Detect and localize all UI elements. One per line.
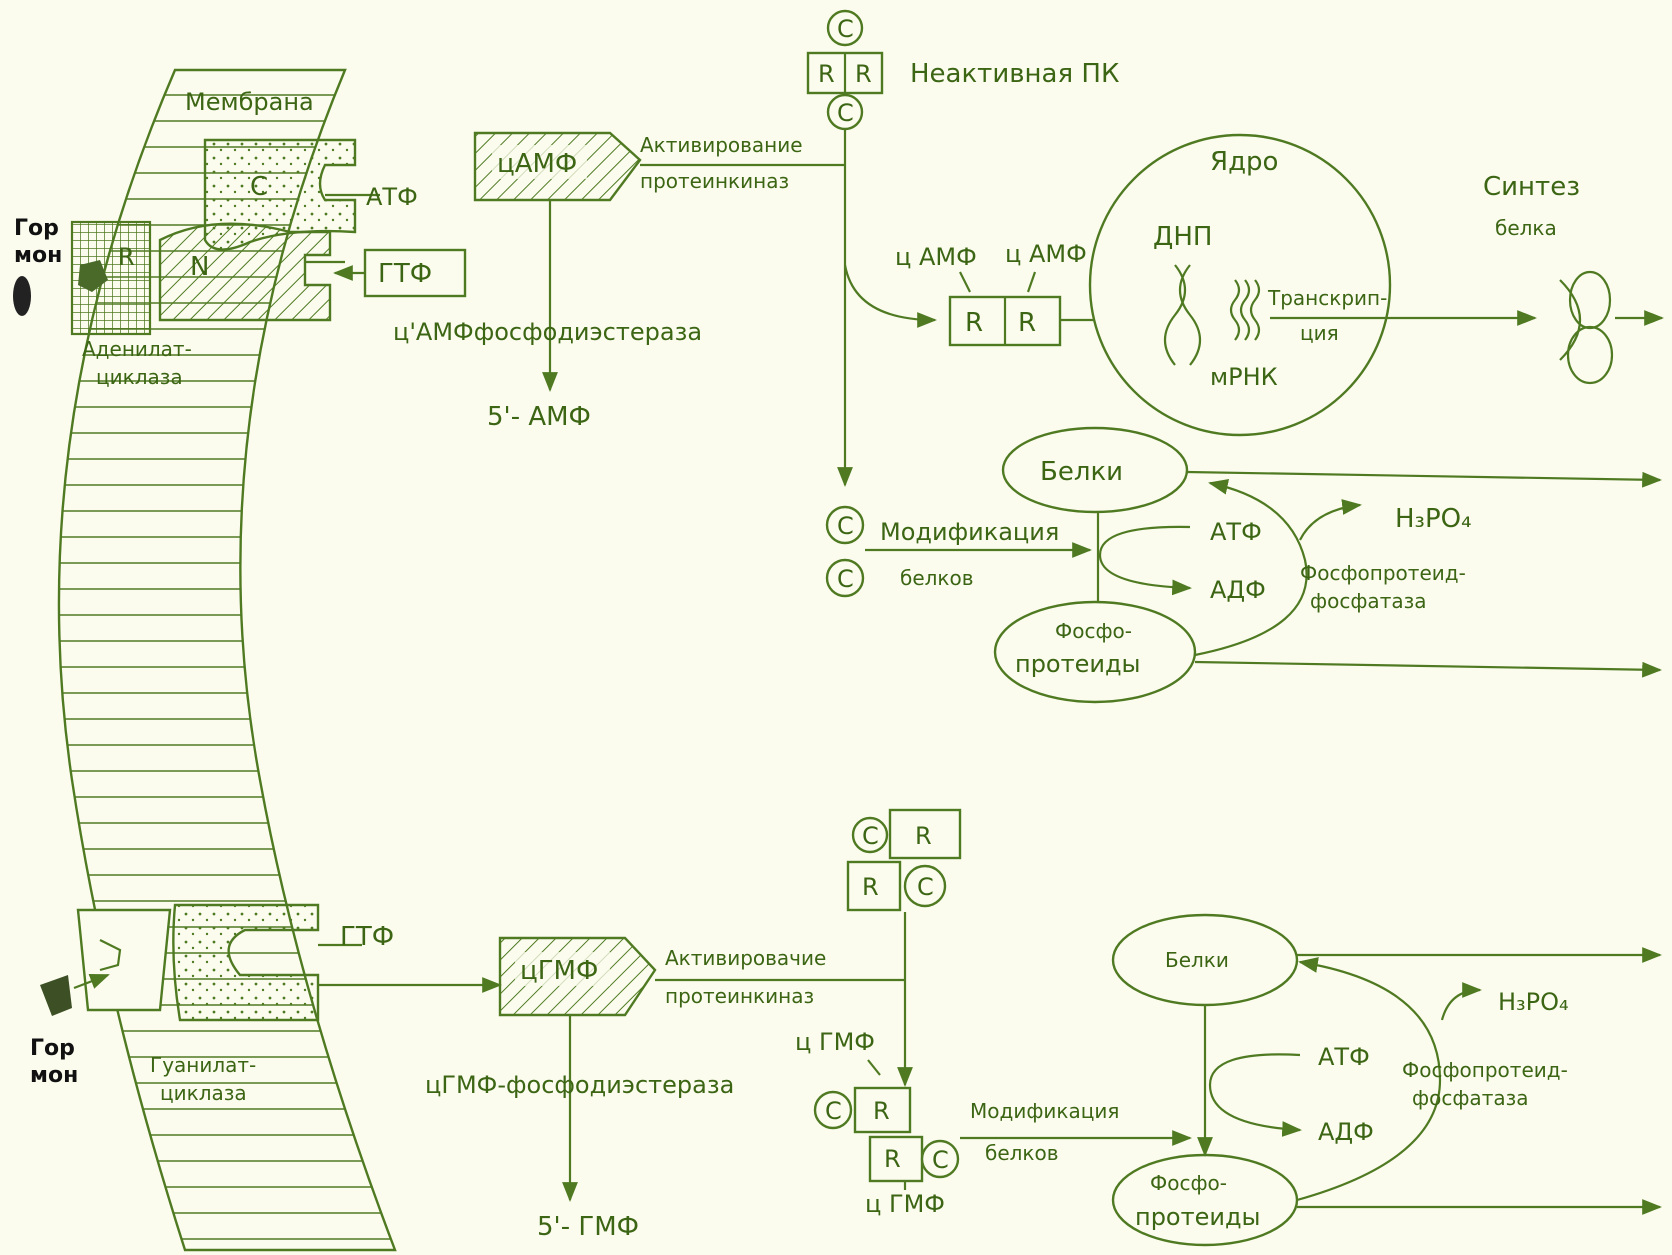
rr-camp-r2: R	[1018, 308, 1036, 338]
phosphoproteids-label-top-2: протеиды	[1015, 650, 1141, 678]
proteins-label-bottom: Белки	[1165, 948, 1229, 972]
adenylate-cyclase-label-1: Аденилат-	[82, 337, 192, 361]
pkg-c-top-label: C	[862, 822, 879, 850]
modification-b-label-2: белков	[985, 1141, 1059, 1165]
proteins-label-top: Белки	[1040, 457, 1123, 487]
camp-pde-label: ц'АМФфосфодиэстераза	[393, 318, 702, 346]
rr-camp-r1: R	[965, 308, 983, 338]
hormone-label-bottom-1: Гор	[30, 1036, 75, 1061]
c-subunit-top-1-label: C	[837, 512, 854, 540]
hormone-molecule-top	[13, 276, 31, 316]
h3po4-label-bottom: H₃PO₄	[1498, 988, 1569, 1016]
activation-label-2: протеинкиназ	[640, 169, 789, 193]
regulatory-subunit-n	[160, 224, 330, 320]
hormone-label-top-2: мон	[14, 243, 62, 268]
phosphoproteids-label-top-1: Фосфо-	[1055, 619, 1132, 643]
receptor-label: R	[118, 243, 135, 271]
phosphoproteids-ellipse-bottom	[1113, 1155, 1297, 1245]
pkg-r-top-label: R	[915, 822, 932, 850]
cgmp-pde-label: цГМФ-фосфодиэстераза	[425, 1071, 734, 1099]
activation-b-label-1: Активировачие	[665, 946, 826, 970]
inactive-pk-c-bottom-label: C	[837, 99, 854, 127]
atp-label-3: АТФ	[1318, 1043, 1370, 1071]
atp-label-1: АТФ	[366, 183, 418, 211]
phosphatase-label-bottom-2: фосфатаза	[1412, 1086, 1528, 1110]
guanylate-cyclase-label-1: Гуанилат-	[150, 1053, 256, 1077]
hormone-label-top-1: Гор	[14, 216, 59, 241]
phosphoproteids-label-bottom-1: Фосфо-	[1150, 1171, 1227, 1195]
guanylate-receptor-block	[78, 910, 170, 1010]
pkg-split-c-1-label: C	[825, 1097, 842, 1125]
pkg-split-r-1-label: R	[873, 1097, 890, 1125]
phosphoproteids-label-bottom-2: протеиды	[1135, 1203, 1261, 1231]
pkg-split-c-2-label: C	[932, 1146, 949, 1174]
h3po4-label-top: H₃PO₄	[1395, 504, 1472, 534]
phosphatase-label-top-1: Фосфопротеид-	[1300, 561, 1466, 585]
transcription-label-2: ция	[1300, 321, 1339, 345]
cgmp-label-b: ц ГМФ	[865, 1190, 945, 1218]
ribosome-icon	[1560, 272, 1612, 383]
inactive-pk-label: Неактивная ПК	[910, 59, 1119, 89]
atp-label-2: АТФ	[1210, 518, 1262, 546]
hormone-molecule-bottom	[40, 975, 72, 1016]
cgmp-label: цГМФ	[520, 956, 598, 986]
modification-label-2: белков	[900, 566, 974, 590]
camp-label-a: ц АМФ	[895, 243, 977, 271]
amp5-label: 5'- АМФ	[487, 402, 591, 432]
phosphatase-label-bottom-1: Фосфопротеид-	[1402, 1058, 1568, 1082]
c-subunit-top-2-label: C	[837, 565, 854, 593]
adenylate-cyclase-label-2: циклаза	[96, 365, 183, 389]
inactive-pk-c-top-label: C	[837, 15, 854, 43]
activation-label-1: Активирование	[640, 133, 803, 157]
dnp-label: ДНП	[1153, 222, 1212, 252]
adp-label-2: АДФ	[1318, 1118, 1374, 1146]
gtp-label-2: ГТФ	[340, 922, 394, 952]
protein-synthesis-label-2: белка	[1495, 216, 1557, 240]
subunit-c-label: C	[250, 172, 268, 202]
modification-b-label-1: Модификация	[970, 1099, 1119, 1123]
membrane-label: Мембрана	[185, 88, 314, 116]
pkg-c-bottom-label: C	[917, 873, 934, 901]
guanylate-cyclase-label-2: циклаза	[160, 1081, 247, 1105]
camp-label: цАМФ	[497, 149, 577, 179]
gmp5-label: 5'- ГМФ	[537, 1212, 639, 1242]
nucleus-label: Ядро	[1210, 147, 1278, 177]
adenylate-cyclase-complex: R C N	[72, 140, 355, 334]
activation-b-label-2: протеинкиназ	[665, 984, 814, 1008]
protein-synthesis-label-1: Синтез	[1483, 172, 1580, 202]
hormone-label-bottom-2: мон	[30, 1063, 78, 1088]
mrna-label: мРНК	[1210, 363, 1278, 391]
adp-label-1: АДФ	[1210, 576, 1266, 604]
pkg-split-r-2-label: R	[884, 1145, 901, 1173]
phosphatase-label-top-2: фосфатаза	[1310, 589, 1426, 613]
inactive-pk-r2: R	[855, 60, 872, 88]
transcription-label-1: Транскрип-	[1267, 286, 1387, 310]
modification-label-1: Модификация	[880, 518, 1059, 546]
camp-label-b: ц АМФ	[1005, 240, 1087, 268]
inactive-pk-r1: R	[818, 60, 835, 88]
cgmp-label-a: ц ГМФ	[795, 1028, 875, 1056]
pkg-r-bottom-label: R	[862, 873, 879, 901]
subunit-n-label: N	[190, 252, 209, 282]
gtp-label-1: ГТФ	[378, 259, 432, 289]
